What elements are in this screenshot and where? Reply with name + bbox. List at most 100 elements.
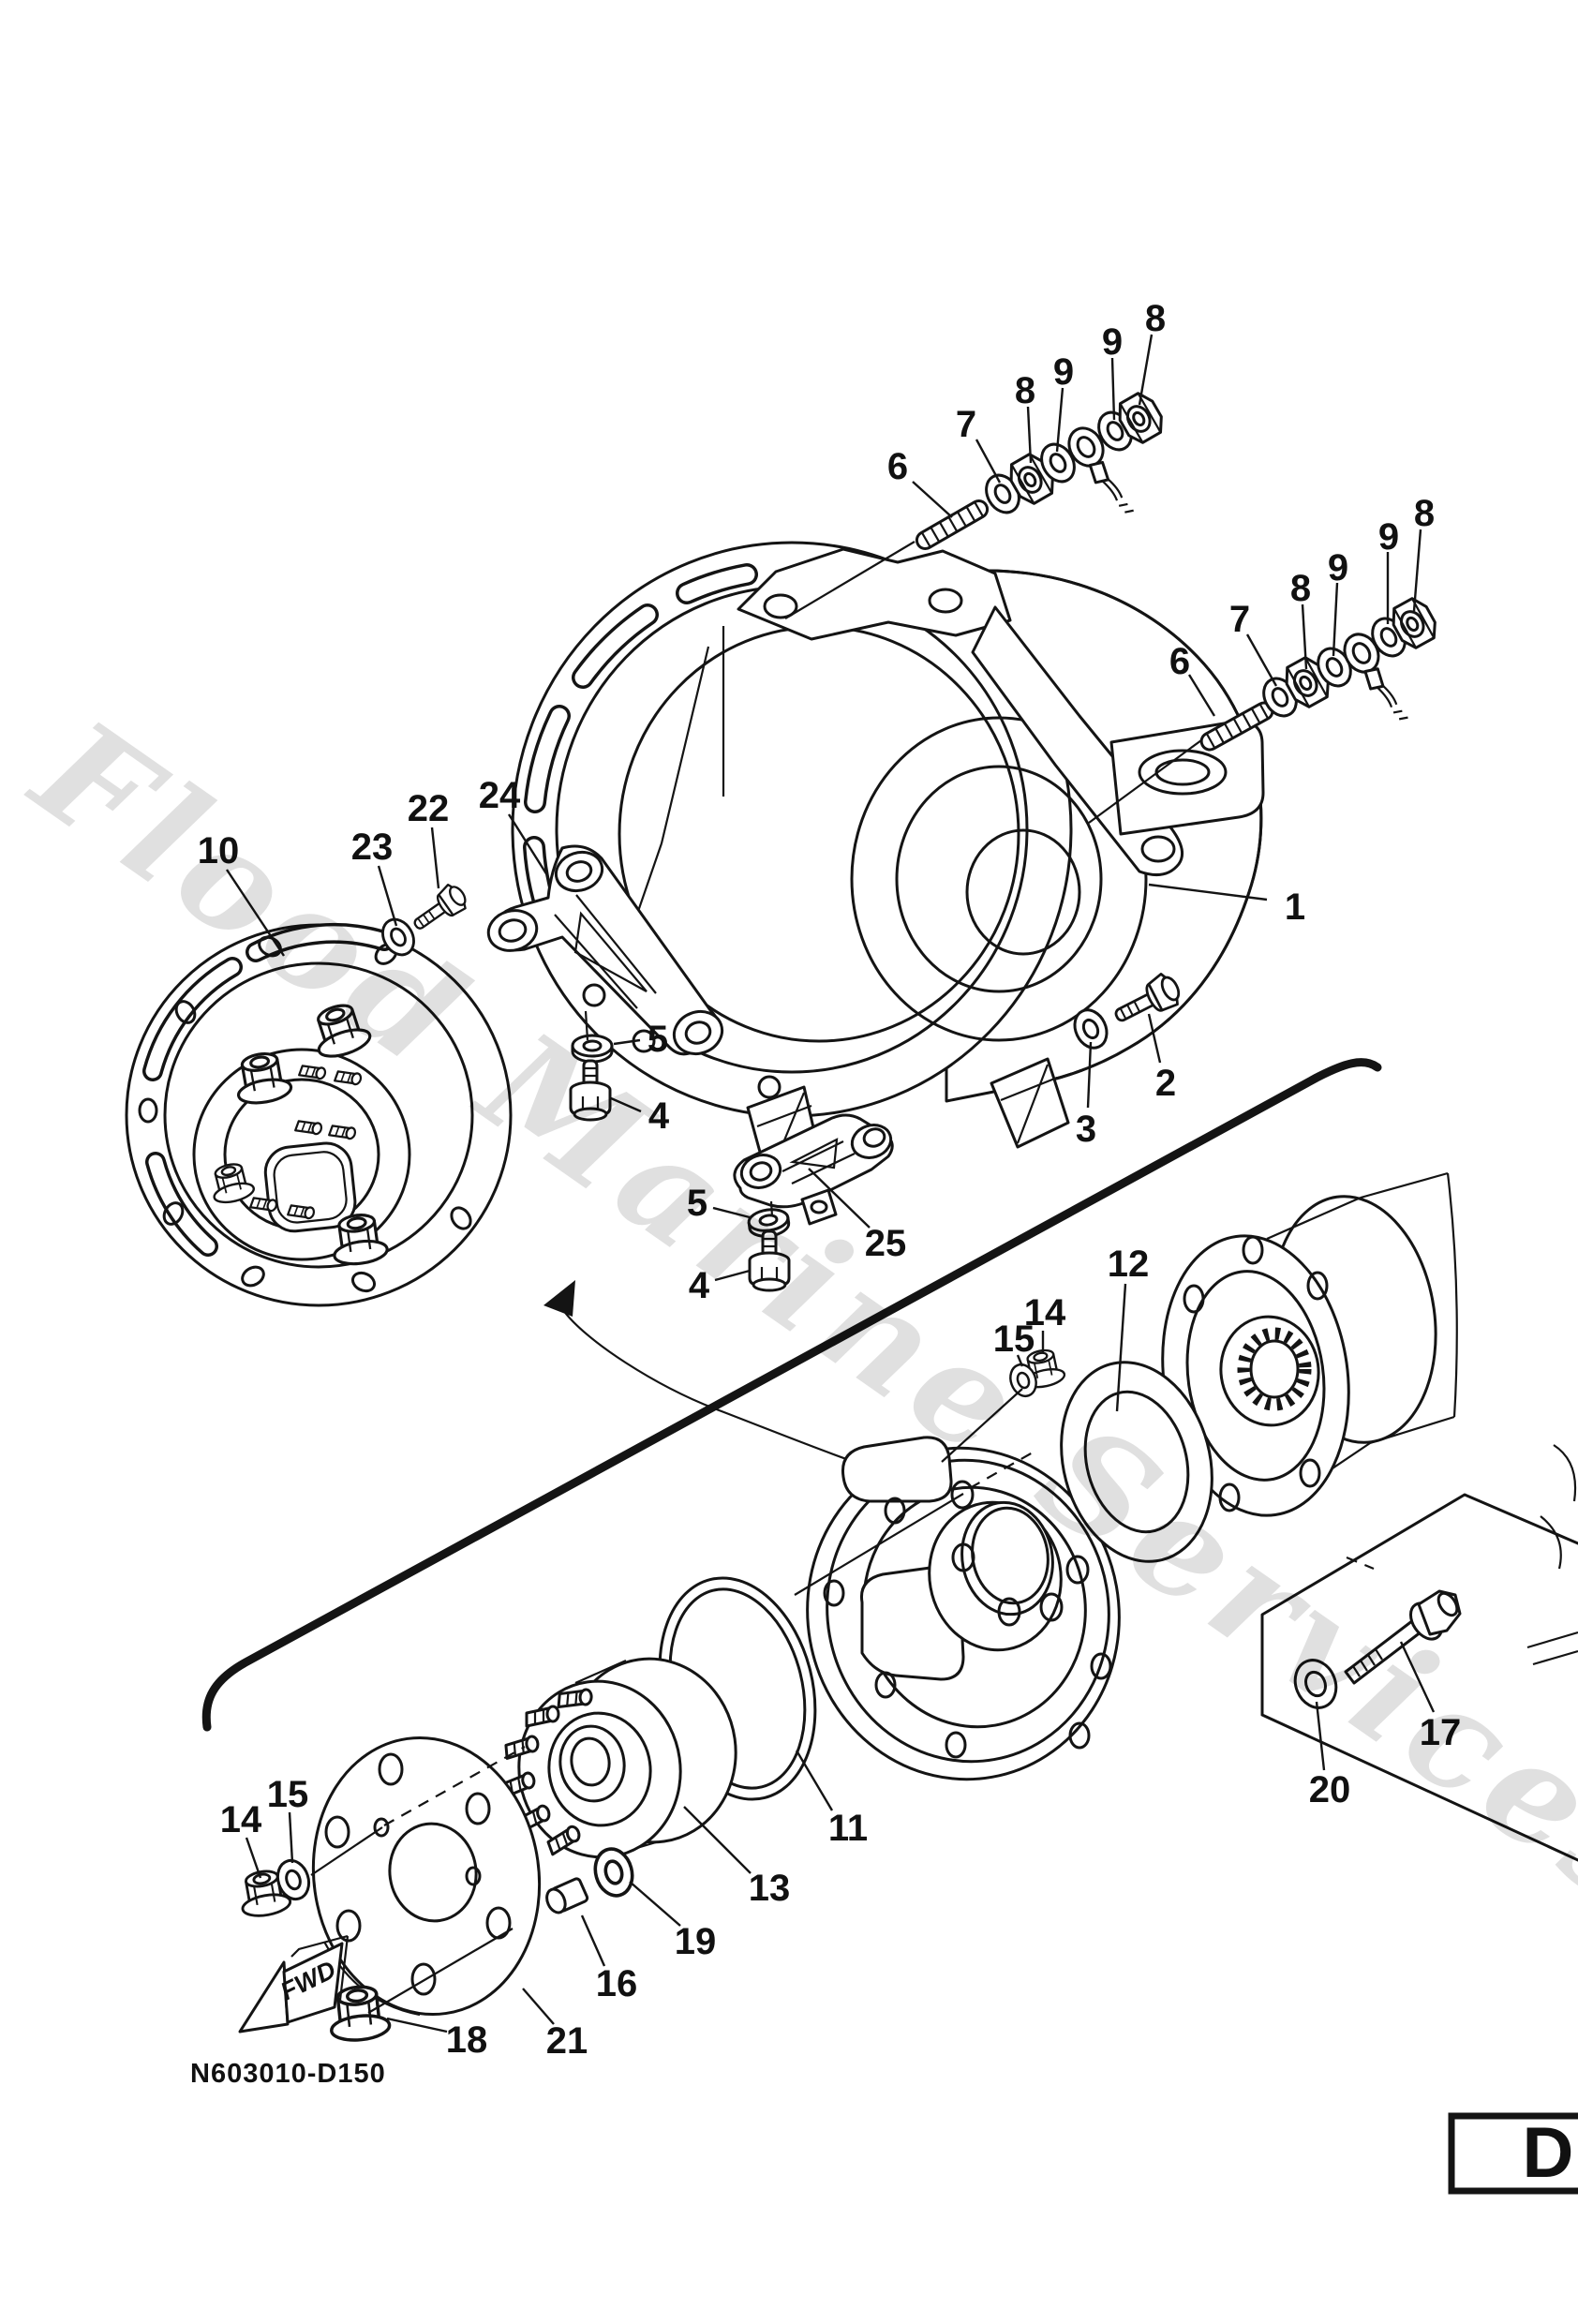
callout-leader-1 bbox=[1148, 883, 1268, 901]
callout-leader-4 bbox=[714, 1269, 751, 1282]
washer-20 bbox=[1293, 1659, 1338, 1709]
leader-lines bbox=[310, 541, 1375, 2014]
callout-leader-21 bbox=[522, 1988, 555, 2025]
callout-label-19: 19 bbox=[675, 1921, 717, 1962]
callout-label-8: 8 bbox=[1414, 493, 1435, 534]
callout-leader-5 bbox=[613, 1038, 641, 1046]
callout-leader-5 bbox=[712, 1206, 751, 1219]
leader-line-5 bbox=[310, 1826, 383, 1876]
callout-leader-11 bbox=[795, 1750, 834, 1811]
leader-line-2 bbox=[794, 1493, 964, 1596]
callout-label-9: 9 bbox=[1328, 547, 1348, 588]
callout-label-6: 6 bbox=[887, 446, 908, 487]
callout-label-20: 20 bbox=[1309, 1769, 1351, 1810]
callout-label-25: 25 bbox=[865, 1223, 907, 1264]
callout-label-5: 5 bbox=[687, 1183, 707, 1224]
callout-leader-9 bbox=[1332, 582, 1339, 657]
callout-label-9: 9 bbox=[1378, 516, 1399, 558]
callout-label-17: 17 bbox=[1420, 1712, 1462, 1753]
callout-label-24: 24 bbox=[479, 775, 521, 816]
leader-line-8 bbox=[584, 1010, 589, 1041]
leader-line-1 bbox=[1088, 739, 1202, 824]
bell-housing-drawing bbox=[511, 541, 1265, 1184]
callout-label-8: 8 bbox=[1145, 298, 1166, 339]
stud-group-top bbox=[912, 387, 1169, 554]
callout-label-14: 14 bbox=[1024, 1292, 1066, 1333]
callout-leader-6 bbox=[1187, 674, 1216, 717]
callout-leader-15 bbox=[1016, 1354, 1024, 1367]
callout-label-15: 15 bbox=[267, 1774, 309, 1815]
callout-leader-24 bbox=[507, 813, 549, 876]
callout-label-10: 10 bbox=[198, 830, 240, 872]
shim-ring-12-drawing bbox=[1060, 1361, 1213, 1563]
leader-line-0 bbox=[784, 541, 916, 619]
coupling-hub-13-drawing bbox=[499, 1657, 737, 1859]
leader-line-6 bbox=[367, 1928, 514, 2014]
page-letter-box: D bbox=[1448, 2112, 1578, 2195]
callout-leader-17 bbox=[1399, 1641, 1436, 1713]
callout-leader-9 bbox=[1055, 387, 1064, 453]
callout-leader-8 bbox=[1026, 406, 1033, 464]
engine-bracket-24-drawing bbox=[486, 844, 724, 1056]
callout-leader-22 bbox=[430, 827, 440, 889]
callout-label-7: 7 bbox=[1229, 599, 1250, 640]
callout-label-11: 11 bbox=[828, 1808, 868, 1849]
callout-label-21: 21 bbox=[546, 2020, 588, 2062]
callout-label-9: 9 bbox=[1053, 351, 1074, 393]
damper-plate-drawing bbox=[125, 922, 513, 1307]
callout-leader-25 bbox=[808, 1168, 871, 1229]
callout-leader-7 bbox=[1245, 633, 1278, 687]
separator-swoosh bbox=[201, 1058, 1382, 1732]
callout-leader-3 bbox=[1086, 1041, 1093, 1109]
callout-label-22: 22 bbox=[408, 788, 450, 829]
callout-label-2: 2 bbox=[1155, 1063, 1176, 1104]
leader-line-10 bbox=[941, 1388, 1023, 1463]
callout-leader-2 bbox=[1147, 1013, 1162, 1064]
callout-leader-4 bbox=[610, 1096, 642, 1113]
callout-label-8: 8 bbox=[1290, 568, 1311, 609]
callout-leader-14 bbox=[245, 1837, 262, 1879]
callout-label-9: 9 bbox=[1102, 321, 1123, 363]
callout-label-4: 4 bbox=[648, 1095, 670, 1137]
callout-label-1: 1 bbox=[1285, 886, 1305, 928]
callout-label-23: 23 bbox=[351, 827, 394, 868]
output-coupling-flange-drawing bbox=[806, 1436, 1121, 1781]
callout-leader-8 bbox=[1412, 529, 1422, 612]
callout-label-8: 8 bbox=[1015, 370, 1035, 411]
callout-leader-12 bbox=[1115, 1283, 1127, 1412]
callout-label-4: 4 bbox=[689, 1265, 710, 1306]
callout-leader-23 bbox=[377, 865, 398, 927]
callout-label-7: 7 bbox=[956, 404, 976, 445]
callout-label-14: 14 bbox=[220, 1799, 262, 1840]
washer-19-pin-16 bbox=[545, 1842, 639, 1914]
leader-line-3 bbox=[969, 1452, 1034, 1489]
callout-leader-7 bbox=[975, 439, 1002, 484]
edge-partial-shapes bbox=[1526, 1444, 1578, 1666]
callout-leader-10 bbox=[225, 869, 286, 957]
leader-line-7 bbox=[1346, 1556, 1375, 1571]
callout-label-5: 5 bbox=[648, 1019, 668, 1060]
page-letter: D bbox=[1523, 2113, 1574, 2193]
callout-label-12: 12 bbox=[1108, 1244, 1150, 1285]
callout-leader-6 bbox=[912, 481, 953, 518]
callout-leader-9 bbox=[1110, 357, 1116, 421]
callout-leader-16 bbox=[580, 1914, 606, 1967]
callout-label-16: 16 bbox=[596, 1963, 638, 2004]
callout-label-6: 6 bbox=[1169, 641, 1190, 682]
callout-leader-15 bbox=[288, 1811, 294, 1864]
leader-line-4 bbox=[383, 1746, 526, 1826]
assembly-direction-arrow bbox=[543, 1280, 850, 1462]
nut-14-washer-15-lower bbox=[235, 1855, 316, 1921]
engine-bracket-25-drawing bbox=[733, 1113, 894, 1226]
callout-label-13: 13 bbox=[749, 1868, 791, 1909]
callout-leader-19 bbox=[629, 1881, 681, 1927]
callout-label-15: 15 bbox=[993, 1318, 1035, 1360]
callout-leader-13 bbox=[683, 1806, 752, 1874]
callout-leader-8 bbox=[1301, 603, 1308, 670]
callout-label-3: 3 bbox=[1076, 1109, 1096, 1150]
callout-leader-8 bbox=[1138, 334, 1154, 406]
leader-line-9 bbox=[769, 1200, 774, 1217]
